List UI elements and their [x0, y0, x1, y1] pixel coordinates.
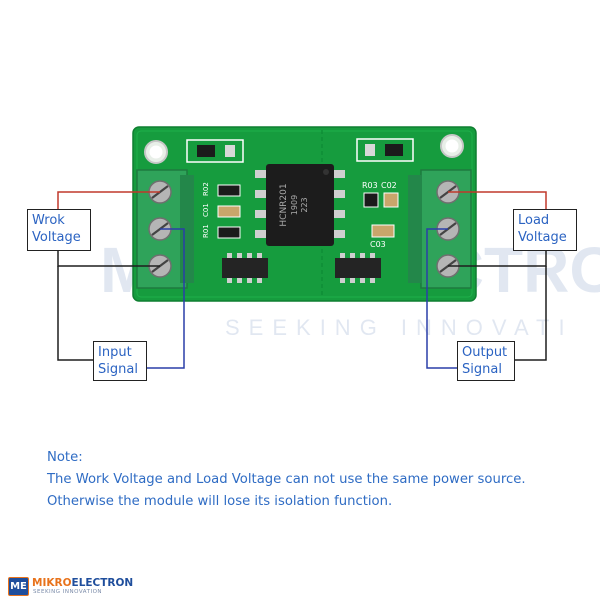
label-work-voltage-line1: Wrok	[32, 213, 65, 228]
label-c02: C02	[381, 181, 397, 190]
led-left	[186, 139, 244, 163]
label-r02: R02	[202, 182, 210, 196]
mounting-hole-right	[440, 134, 464, 158]
logo-badge: ME	[8, 577, 29, 596]
label-input-signal-line1: Input	[98, 345, 132, 360]
wire-output-signal-blue	[426, 228, 458, 369]
brand-logo: ME MIKROELECTRON SEEKING INNOVATION	[8, 577, 138, 597]
chip-marking-2: 1909	[290, 195, 299, 215]
optocoupler-chip: HCNR201 1909 223	[255, 164, 345, 246]
logo-name-part1: MIKRO	[32, 577, 72, 589]
label-load-voltage-line1: Load	[518, 213, 550, 228]
label-c01: C01	[202, 203, 210, 217]
wire-input-signal-blue	[146, 228, 185, 369]
logo-name-part2: ELECTRON	[71, 577, 134, 589]
chip-marking-1: HCNR201	[279, 183, 289, 226]
wire-output-signal-black	[515, 266, 547, 361]
smd-right: R03 C02 C03	[362, 181, 399, 249]
label-input-signal-line2: Signal	[98, 362, 138, 377]
label-output-signal: Output Signal	[457, 341, 515, 381]
label-work-voltage: Wrok Voltage	[27, 209, 91, 251]
logo-name: MIKROELECTRON	[32, 577, 133, 589]
pcb-board: HCNR201 1909 223 R02 C01 R01 R03 C02 C	[132, 126, 477, 302]
label-output-signal-line1: Output	[462, 345, 508, 360]
label-input-signal: Input Signal	[93, 341, 147, 381]
isolation-note: Note: The Work Voltage and Load Voltage …	[47, 447, 587, 513]
watermark-tagline: SEEKING INNOVATI	[225, 315, 574, 340]
opamp-right	[335, 253, 381, 283]
label-r01: R01	[202, 224, 210, 238]
wire-work-voltage-red	[57, 191, 160, 210]
label-c03: C03	[370, 240, 386, 249]
mounting-hole-left	[144, 140, 168, 164]
label-work-voltage-line2: Voltage	[32, 230, 81, 245]
smd-left: R02 C01 R01	[202, 182, 241, 239]
label-r03: R03	[362, 181, 378, 190]
logo-tagline: SEEKING INNOVATION	[33, 589, 103, 595]
led-right	[356, 138, 414, 162]
note-line-1: The Work Voltage and Load Voltage can no…	[47, 472, 526, 487]
label-load-voltage-line2: Voltage	[518, 230, 567, 245]
note-line-2: Otherwise the module will lose its isola…	[47, 494, 393, 509]
wire-input-signal-black	[57, 266, 94, 361]
opamp-left	[222, 253, 268, 283]
label-output-signal-line2: Signal	[462, 362, 502, 377]
wire-load-voltage-red	[448, 191, 547, 210]
label-load-voltage: Load Voltage	[513, 209, 577, 251]
wiring	[57, 191, 547, 369]
note-heading: Note:	[47, 450, 83, 465]
chip-marking-3: 223	[300, 197, 309, 212]
